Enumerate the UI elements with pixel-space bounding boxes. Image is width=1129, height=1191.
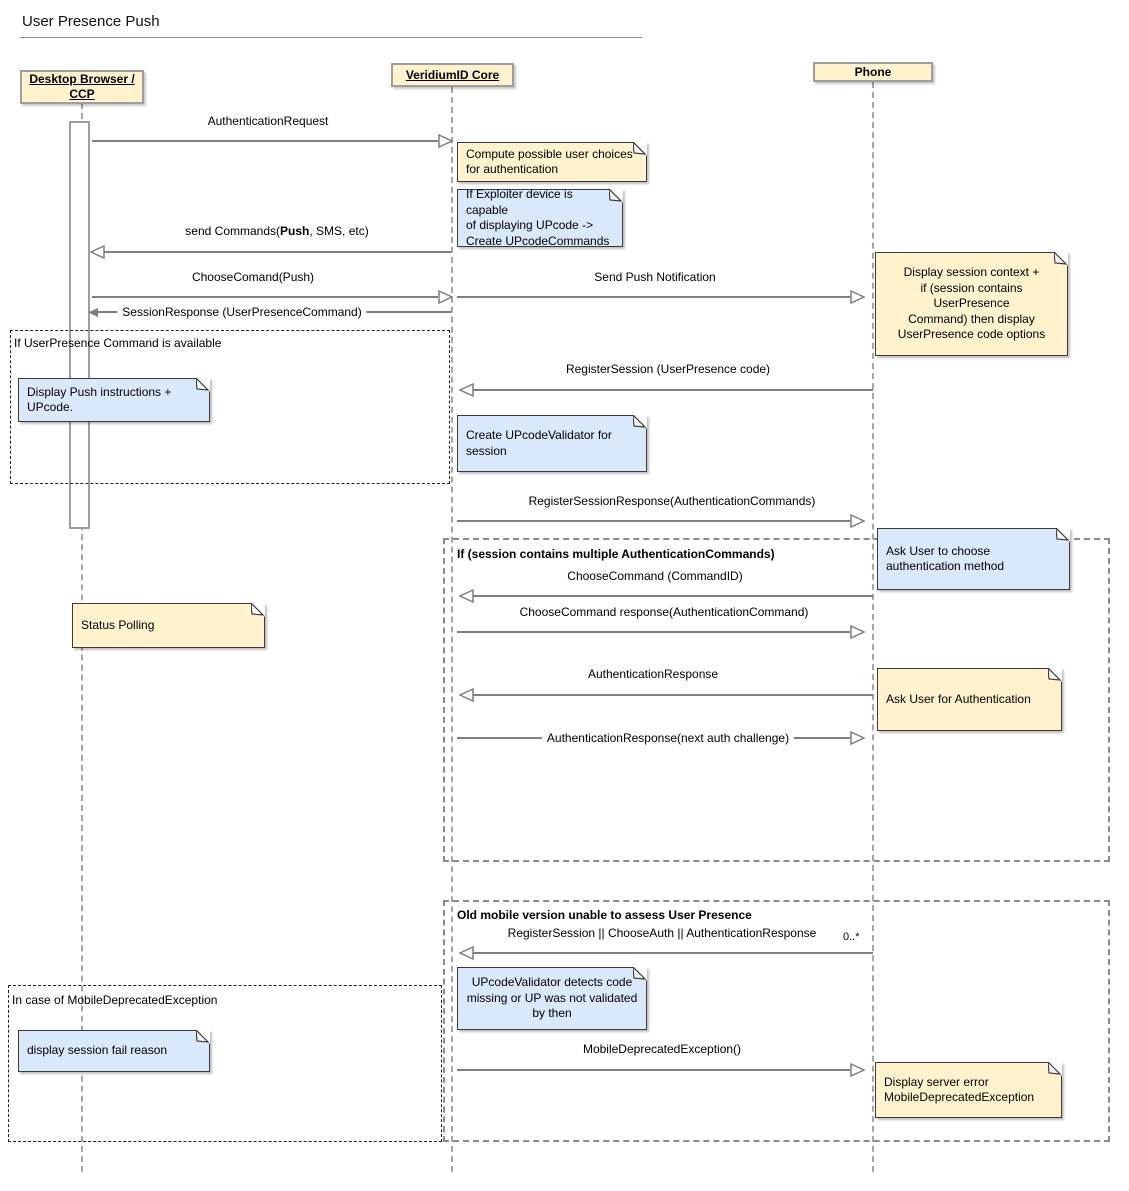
fragment-if-userpresence-available (10, 330, 450, 484)
note-display-session-fail: display session fail reason (18, 1030, 210, 1072)
message-register-session-response-label: RegisterSessionResponse(AuthenticationCo… (528, 494, 816, 508)
note-fold-icon (251, 603, 265, 617)
arrowhead-left-icon (459, 688, 474, 702)
arrowhead-right-icon (850, 731, 865, 745)
note-ask-user-auth: Ask User for Authentication (877, 668, 1062, 731)
message-authentication-request-line (92, 140, 438, 142)
message-multiplicity: 0..* (843, 931, 860, 943)
note-upcodevalidator-detects: UPcodeValidator detects code missing or … (457, 967, 647, 1030)
message-send-commands-label: send Commands(Push, SMS, etc) (185, 224, 369, 238)
page-title: User Presence Push (22, 13, 160, 30)
message-register-session-response-line (457, 520, 850, 522)
message-send-commands-line (104, 251, 451, 253)
arrowhead-right-icon (438, 290, 453, 304)
message-choose-command-response-label: ChooseCommand response(AuthenticationCom… (519, 605, 809, 619)
note-fold-icon (1054, 252, 1068, 266)
fragment-label: If UserPresence Command is available (14, 336, 222, 350)
arrowhead-right-icon (850, 290, 865, 304)
actor-label: Phone (854, 64, 892, 79)
actor-veridiumid-core: VeridiumID Core (391, 63, 514, 87)
actor-label: Desktop Browser / (29, 72, 135, 86)
note-fold-icon (196, 378, 210, 392)
actor-phone: Phone (813, 62, 933, 82)
arrowhead-small-left-icon (88, 308, 98, 317)
message-authentication-response-line (473, 694, 873, 696)
fragment-label: In case of MobileDeprecatedException (12, 993, 218, 1007)
note-fold-icon (196, 1030, 210, 1044)
message-session-response-label: SessionResponse (UserPresenceCommand) (117, 305, 367, 319)
actor-desktop-browser: Desktop Browser / CCP (20, 70, 144, 104)
arrowhead-left-icon (90, 245, 105, 259)
message-register-chooseauth-line (473, 952, 873, 954)
note-fold-icon (1048, 1062, 1062, 1076)
note-fold-icon (633, 142, 647, 156)
note-fold-icon (633, 415, 647, 429)
note-exploiter-upcode: If Exploiter device is capable of displa… (457, 187, 623, 248)
activation-bar-desktop (69, 121, 90, 529)
message-mobile-deprecated-label: MobileDeprecatedException() (582, 1042, 742, 1056)
message-register-session-line (473, 389, 873, 391)
actor-label: VeridiumID Core (405, 67, 500, 82)
message-register-chooseauth-label: RegisterSession || ChooseAuth || Authent… (507, 926, 817, 940)
message-authentication-request-label: AuthenticationRequest (207, 114, 329, 128)
arrowhead-right-icon (850, 625, 865, 639)
title-underline (20, 37, 642, 38)
arrowhead-right-icon (850, 514, 865, 528)
arrowhead-right-icon (850, 1063, 865, 1077)
message-choose-command-label: ChooseCommand (CommandID) (567, 569, 743, 583)
fragment-label: If (session contains multiple Authentica… (457, 547, 775, 561)
arrowhead-left-icon (459, 383, 474, 397)
note-fold-icon (1048, 668, 1062, 682)
note-create-upcodevalidator: Create UPcodeValidator for session (457, 415, 647, 472)
note-ask-user-choose: Ask User to choose authentication method (877, 528, 1070, 590)
lifeline-phone (872, 82, 874, 1172)
note-fold-icon (609, 189, 623, 203)
message-send-push-label: Send Push Notification (594, 270, 716, 284)
fragment-mobile-deprecated (8, 985, 442, 1142)
note-compute-choices: Compute possible user choices for authen… (457, 142, 647, 182)
actor-label: CCP (69, 87, 95, 101)
arrowhead-left-icon (459, 589, 474, 603)
message-choose-comand-line (92, 296, 438, 298)
arrowhead-left-icon (459, 946, 474, 960)
message-choose-command-response-line (457, 631, 850, 633)
note-status-polling: Status Polling (72, 603, 265, 648)
note-display-push-instructions: Display Push instructions + UPcode. (18, 378, 210, 422)
message-register-session-label: RegisterSession (UserPresence code) (565, 362, 771, 376)
fragment-if-multiple-commands (443, 538, 1110, 862)
lifeline-veridiumid-core (451, 87, 453, 1172)
note-display-server-error: Display server error MobileDeprecatedExc… (875, 1062, 1062, 1118)
fragment-label: Old mobile version unable to assess User… (457, 908, 752, 922)
note-fold-icon (633, 967, 647, 981)
note-fold-icon (1056, 528, 1070, 542)
note-display-session-context: Display session context + if (session co… (875, 252, 1068, 356)
message-authentication-response-label: AuthenticationResponse (587, 667, 719, 681)
message-choose-command-line (473, 595, 873, 597)
message-mobile-deprecated-line (457, 1069, 850, 1071)
arrowhead-right-icon (438, 134, 453, 148)
fragment-old-mobile-version (443, 900, 1110, 1142)
message-choose-comand-label: ChooseComand(Push) (191, 270, 315, 284)
message-authentication-response-next-label: AuthenticationResponse(next auth challen… (541, 731, 795, 745)
message-send-push-line (457, 296, 850, 298)
